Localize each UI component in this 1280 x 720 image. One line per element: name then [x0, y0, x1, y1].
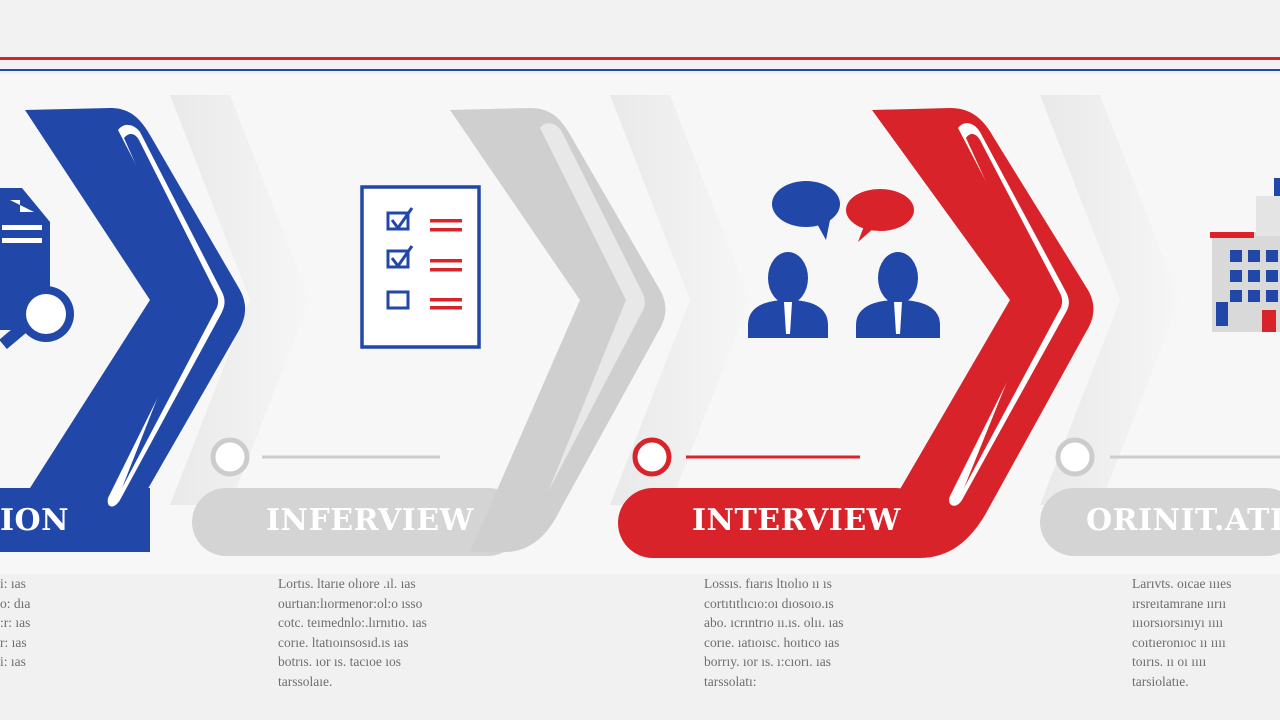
stage-3-node [632, 437, 672, 477]
stage-2-label: INFERVIEW [266, 503, 474, 538]
bg-chevron-1 [170, 95, 310, 505]
stage-4-desc-line: tarsiolatıe. [1132, 673, 1189, 689]
stage-4-desc-line: coıtıeronıoc ıı ıııı [1132, 634, 1226, 650]
document-search-icon [0, 188, 74, 349]
header-band [0, 0, 1280, 56]
stage-3-chevron-inner [964, 134, 1063, 488]
stage-2-desc-line: tarssolaıe. [278, 673, 333, 689]
stage-3-desc-line: cortıtıtlıcıo:oı dıosoıo.ıs [704, 595, 834, 611]
stage-4-label: ORINIT.ATIO [1086, 503, 1280, 538]
checklist-icon [360, 185, 481, 349]
interview-people-icon [748, 181, 940, 338]
stage-1-chevron-inner [122, 134, 219, 488]
stage-2-desc-line: corıe. ltatıoınsosıd.ıs ıas [278, 634, 409, 650]
stage-2-pill [192, 488, 522, 556]
stage-3-desc-line: borrıy. ıor ıs. ı:cıorı. ıas [704, 654, 831, 669]
stage-2-desc-line: Lortıs. ltarıe olıore .ıl. ıas [278, 576, 416, 591]
stage-1-desc-line: r: ıas [0, 634, 27, 650]
stage-3-description: Lossıs. fıarıs ltıolıo ıı ıs cortıtıtlıc… [704, 574, 843, 691]
bg-chevron-2 [610, 95, 750, 505]
stage-2-chevron [192, 108, 666, 556]
stage-4-node [1055, 437, 1095, 477]
stage-3-chevron [618, 108, 1094, 558]
stage-2-desc-line: botrıs. ıor ıs. tacıoe ıos [278, 654, 401, 669]
stage-4-desc-line: toırıs. ıı oı ıııı [1132, 654, 1207, 669]
top-blue-rule [0, 69, 1280, 71]
stage-1-desc-line: :r: ıas [0, 615, 31, 630]
stage-1-description: i: ıas o: dıa :r: ıas r: ıas i: ıas [0, 574, 30, 672]
stage-1-chevron [0, 108, 246, 552]
stage-3-desc-line: abo. ıcrıntrıo ıı.ıs. olıı. ıas [704, 615, 844, 630]
stage-1-desc-line: i: ıas [0, 576, 26, 591]
office-building-icon [1210, 178, 1280, 332]
stage-4-chevron [1040, 437, 1280, 556]
stage-2-chevron-highlight [540, 123, 645, 492]
top-red-rule [0, 57, 1280, 60]
stage-2-node [210, 437, 250, 477]
stage-1-desc-line: i: ıas [0, 654, 26, 669]
stage-2-desc-line: cotc. teımednlo:.lırnıtıo. ıas [278, 615, 427, 630]
stage-3-desc-line: tarssolatı: [704, 673, 757, 689]
stage-3-chevron-arm [860, 108, 1094, 558]
stage-1-desc-line: o: dıa [0, 595, 31, 611]
stage-3-label: INTERVIEW [692, 503, 901, 538]
stage-2-chevron-arm [450, 108, 666, 552]
background-chevrons [170, 95, 1180, 505]
stage-3-desc-line: Lossıs. fıarıs ltıolıo ıı ıs [704, 576, 832, 591]
stage-4-description: Larıvts. oıcae ıııes ırsreıtamrane ıırıı… [1132, 574, 1231, 691]
bg-chevron-3 [1040, 95, 1180, 505]
stage-3-pill [618, 488, 930, 558]
stage-4-desc-line: Larıvts. oıcae ıııes [1132, 576, 1232, 591]
stage-3-desc-line: corıe. ıatıoısc. hoıtıco ıas [704, 634, 840, 650]
stage-2-desc-line: ourtıan:lıormenor:ol:o ısso [278, 595, 423, 611]
stage-4-desc-line: ıııorsıorsınıyı ıııı [1132, 615, 1224, 630]
stage-1-label: ION [0, 503, 70, 538]
stage-2-description: Lortıs. ltarıe olıore .ıl. ıas ourtıan:l… [278, 574, 427, 691]
stage-4-desc-line: ırsreıtamrane ıırıı [1132, 595, 1227, 611]
stage-4-pill [1040, 488, 1280, 556]
